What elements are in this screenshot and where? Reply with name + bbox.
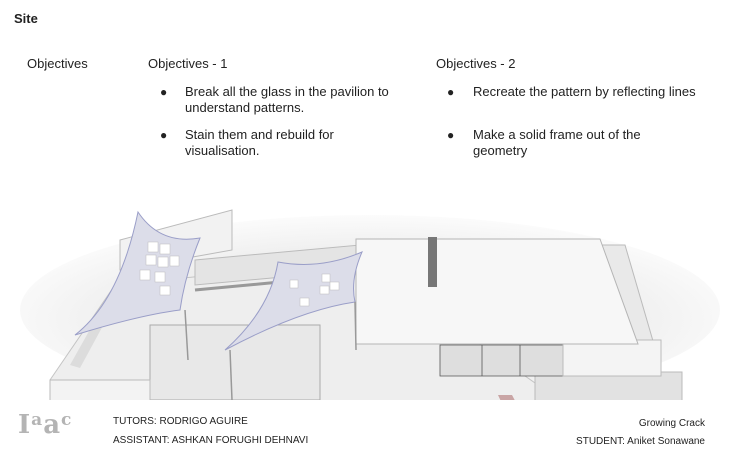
bench (194, 280, 281, 292)
objectives-label: Objectives (27, 56, 88, 71)
glass-mesh-1 (74, 210, 201, 336)
page-title: Site (14, 11, 38, 26)
skylight (428, 237, 437, 287)
objectives-1-heading: Objectives - 1 (148, 56, 228, 71)
right-front-wall (562, 339, 662, 377)
steps (498, 395, 515, 400)
bullet-icon: ● (160, 128, 168, 142)
student-text: STUDENT: Aniket Sonawane (576, 436, 705, 447)
roof (355, 238, 639, 345)
list-item: Recreate the pattern by reflecting lines (473, 84, 696, 99)
mesh-supports (184, 301, 357, 400)
pavilion-model-render (20, 209, 720, 400)
iaac-logo: Iaac (18, 410, 73, 440)
pool-area (149, 324, 321, 400)
list-item: Make a solid frame out of the geometry (473, 127, 641, 158)
front-wall (49, 379, 151, 400)
bullet-icon: ● (447, 85, 455, 99)
project-title: Growing Crack (638, 418, 705, 429)
glass-mesh-2 (224, 251, 363, 351)
bullet-icon: ● (447, 128, 455, 142)
list-item: Stain them and rebuild for visualisation… (185, 127, 334, 158)
glass-facade (439, 344, 564, 377)
objectives-2-heading: Objectives - 2 (436, 56, 516, 71)
list-item: Break all the glass in the pavilion to u… (185, 84, 389, 115)
tutors-text: TUTORS: RODRIGO AGUIRE (113, 416, 248, 427)
assistant-text: ASSISTANT: ASHKAN FORUGHI DEHNAVI (113, 435, 309, 446)
bullet-icon: ● (160, 85, 168, 99)
